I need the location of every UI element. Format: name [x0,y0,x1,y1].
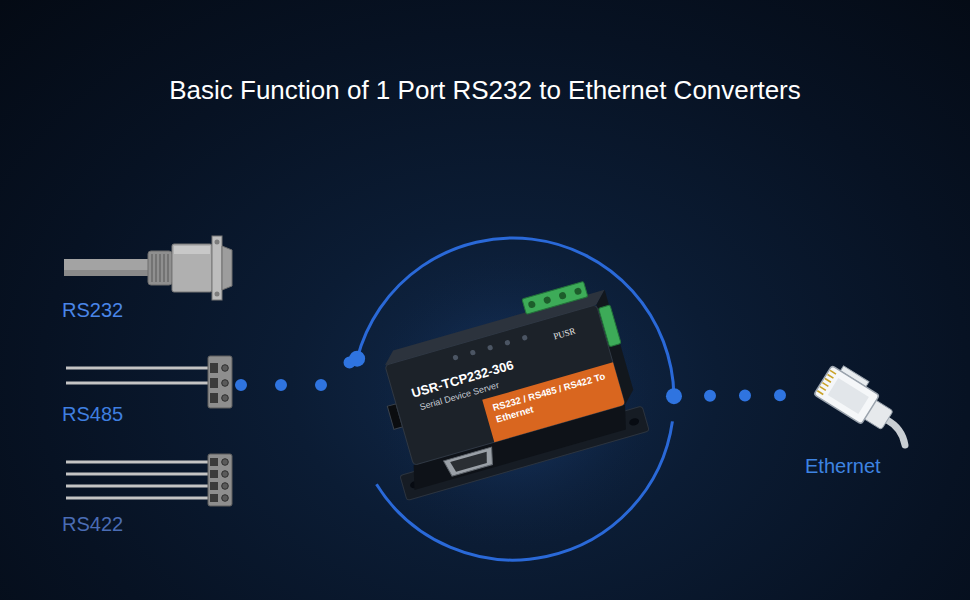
ethernet-plug-icon [805,355,910,450]
connector-shell [172,244,212,292]
terminal-screw [222,471,229,478]
signal-wire [66,367,210,370]
plug-contact [828,374,834,378]
terminal-slot [210,470,218,478]
grip-ridge [151,254,153,282]
terminal-slot [210,363,218,373]
grip-ridge [163,254,165,282]
status-led [470,349,476,355]
interface-label: RS485 [62,402,237,426]
status-led [522,335,528,341]
signal-wire [66,485,210,488]
terminal-screw [222,380,229,387]
front-face [385,305,625,466]
plug-contact [822,383,828,387]
interface-label: RS232 [62,298,237,322]
brand-logo: PUSR [552,326,577,343]
ring-dot [349,351,365,367]
status-led [487,344,493,350]
terminal-screw [222,395,229,402]
terminal-screw [222,483,229,490]
signal-wire [66,382,210,385]
flange-screw [215,292,220,297]
interface-label: RS422 [62,512,237,536]
plug-contact [817,391,823,395]
rs232-cable: RS232 [62,232,237,322]
terminal-screw [222,365,229,372]
flange-screw [215,240,220,245]
terminal-screw [558,291,567,300]
ethernet-plug: Ethernet [805,355,910,478]
ring-dot [666,388,682,404]
terminal-block [208,356,232,408]
rj45-plug [814,361,900,435]
plug-body [814,366,880,425]
terminal-slot [210,393,218,403]
status-led [504,339,510,345]
signal-wire [66,497,210,500]
terminal-block [208,454,232,506]
terminal-screw [222,495,229,502]
dotted-connector [237,359,352,385]
grip-ridge [159,254,161,282]
rs485-wires-icon [62,352,237,408]
terminal-slot [210,494,218,502]
plug-contact [820,387,826,391]
terminal-screw [222,459,229,466]
plug-window [828,378,869,414]
dotted-connector [674,395,805,396]
plug-contact [825,379,831,383]
grip-ridge [167,254,169,282]
ethernet-cable [887,420,905,445]
terminal-screw [528,300,537,309]
terminal-green [522,281,588,314]
signal-wire [66,461,210,464]
terminal-slot [210,378,218,388]
terminal-screw [574,287,583,296]
cable [64,259,156,276]
device-server: PUSRUSR-TCP232-306Serial Device ServerRS… [352,238,674,560]
device-body [362,275,649,500]
connector-flange [212,236,222,300]
shell-highlight [174,246,210,254]
grip [148,251,172,285]
rs422-wires-icon [62,452,237,508]
cable-shade [64,270,156,276]
dsub-face [222,246,232,290]
signal-wire [66,473,210,476]
terminal-green [598,305,621,347]
ring-glow [355,241,671,557]
terminal-screw [543,296,552,305]
plug-contact [830,370,836,374]
title: Basic Function of 1 Port RS232 to Ethern… [0,72,970,108]
mount-hole [628,417,640,426]
rs422-wires: RS422 [62,452,237,536]
status-led [452,354,458,360]
terminal-slot [210,482,218,490]
grip-ridge [155,254,157,282]
db9-inner [450,452,490,473]
rs232-cable-icon [62,232,237,304]
rs485-wires: RS485 [62,352,237,426]
terminal-slot [210,458,218,466]
interface-label: Ethernet [805,454,910,478]
